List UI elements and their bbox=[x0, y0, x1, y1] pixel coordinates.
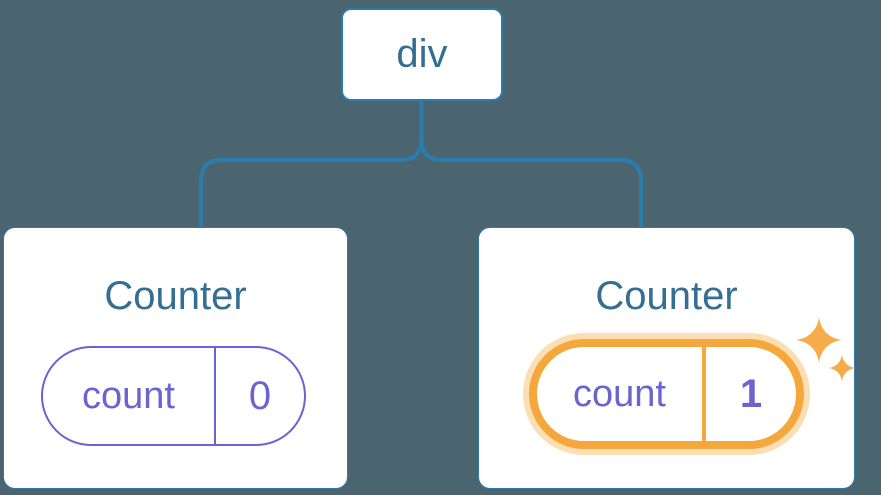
component-title: Counter bbox=[104, 274, 247, 318]
root-node: div bbox=[341, 8, 503, 101]
counter-card-left: Counter count 0 bbox=[3, 227, 348, 489]
connector-left-branch bbox=[199, 101, 424, 229]
state-key-label: count bbox=[537, 347, 706, 441]
component-title: Counter bbox=[595, 274, 738, 318]
sparkle-large bbox=[796, 317, 843, 364]
state-value: 1 bbox=[739, 371, 763, 416]
connector-right-branch bbox=[419, 101, 643, 229]
state-pill-highlighted: count 1 bbox=[529, 339, 804, 449]
sparkles-icon bbox=[796, 317, 856, 382]
counter-card-right: Counter count 1 bbox=[478, 227, 856, 489]
state-pill: count 0 bbox=[41, 346, 306, 446]
state-key-label: count bbox=[43, 348, 216, 444]
sparkle-small bbox=[828, 354, 856, 382]
state-value: 0 bbox=[248, 373, 272, 418]
root-node-label: div bbox=[396, 32, 448, 76]
